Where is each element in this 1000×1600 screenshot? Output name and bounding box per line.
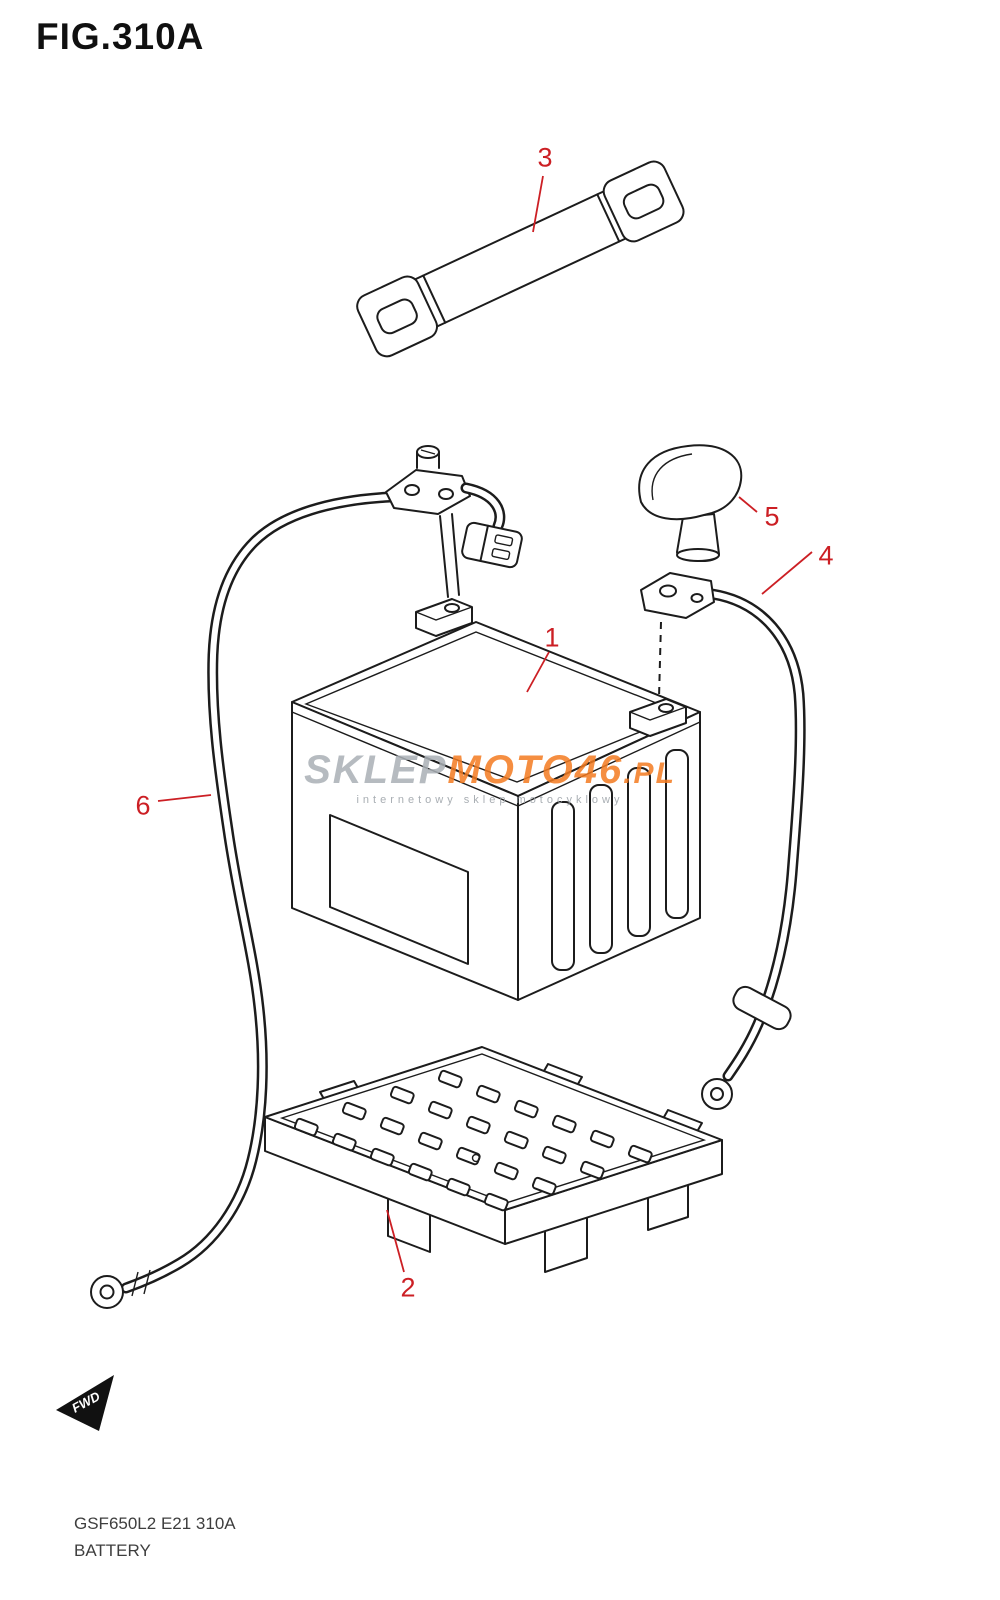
footer-figure-name: BATTERY [74, 1541, 151, 1560]
fwd-arrow: FWD [56, 1375, 114, 1431]
positive-cable-boot [732, 985, 792, 1031]
battery-negative-terminal [415, 598, 473, 637]
callout-3: 3 [537, 142, 553, 173]
figure-title: FIG.310A [36, 16, 205, 57]
positive-terminal-bracket [640, 572, 715, 699]
negative-cable [90, 491, 396, 1309]
battery-strap [356, 160, 685, 358]
callout-leader-lines [157, 175, 813, 1273]
battery-label [329, 814, 469, 965]
callout-4: 4 [818, 540, 834, 571]
battery [291, 598, 701, 1001]
terminal-cover [638, 444, 743, 562]
terminal-bolt [416, 445, 440, 469]
footer-part-code: GSF650L2 E21 310A [74, 1514, 236, 1533]
negative-terminal-bracket [385, 445, 523, 598]
callout-6: 6 [135, 790, 151, 821]
connector-plug [461, 521, 523, 569]
negative-cable-ring-terminal [90, 1269, 151, 1309]
battery-tray [264, 1046, 723, 1273]
battery-positive-terminal [629, 698, 687, 737]
positive-cable [701, 588, 806, 1110]
positive-cable-ring-terminal [701, 1078, 733, 1110]
callout-5: 5 [764, 501, 780, 532]
callout-2: 2 [400, 1272, 416, 1303]
callout-1: 1 [544, 622, 560, 653]
footer: GSF650L2 E21 310A BATTERY [74, 1510, 236, 1564]
